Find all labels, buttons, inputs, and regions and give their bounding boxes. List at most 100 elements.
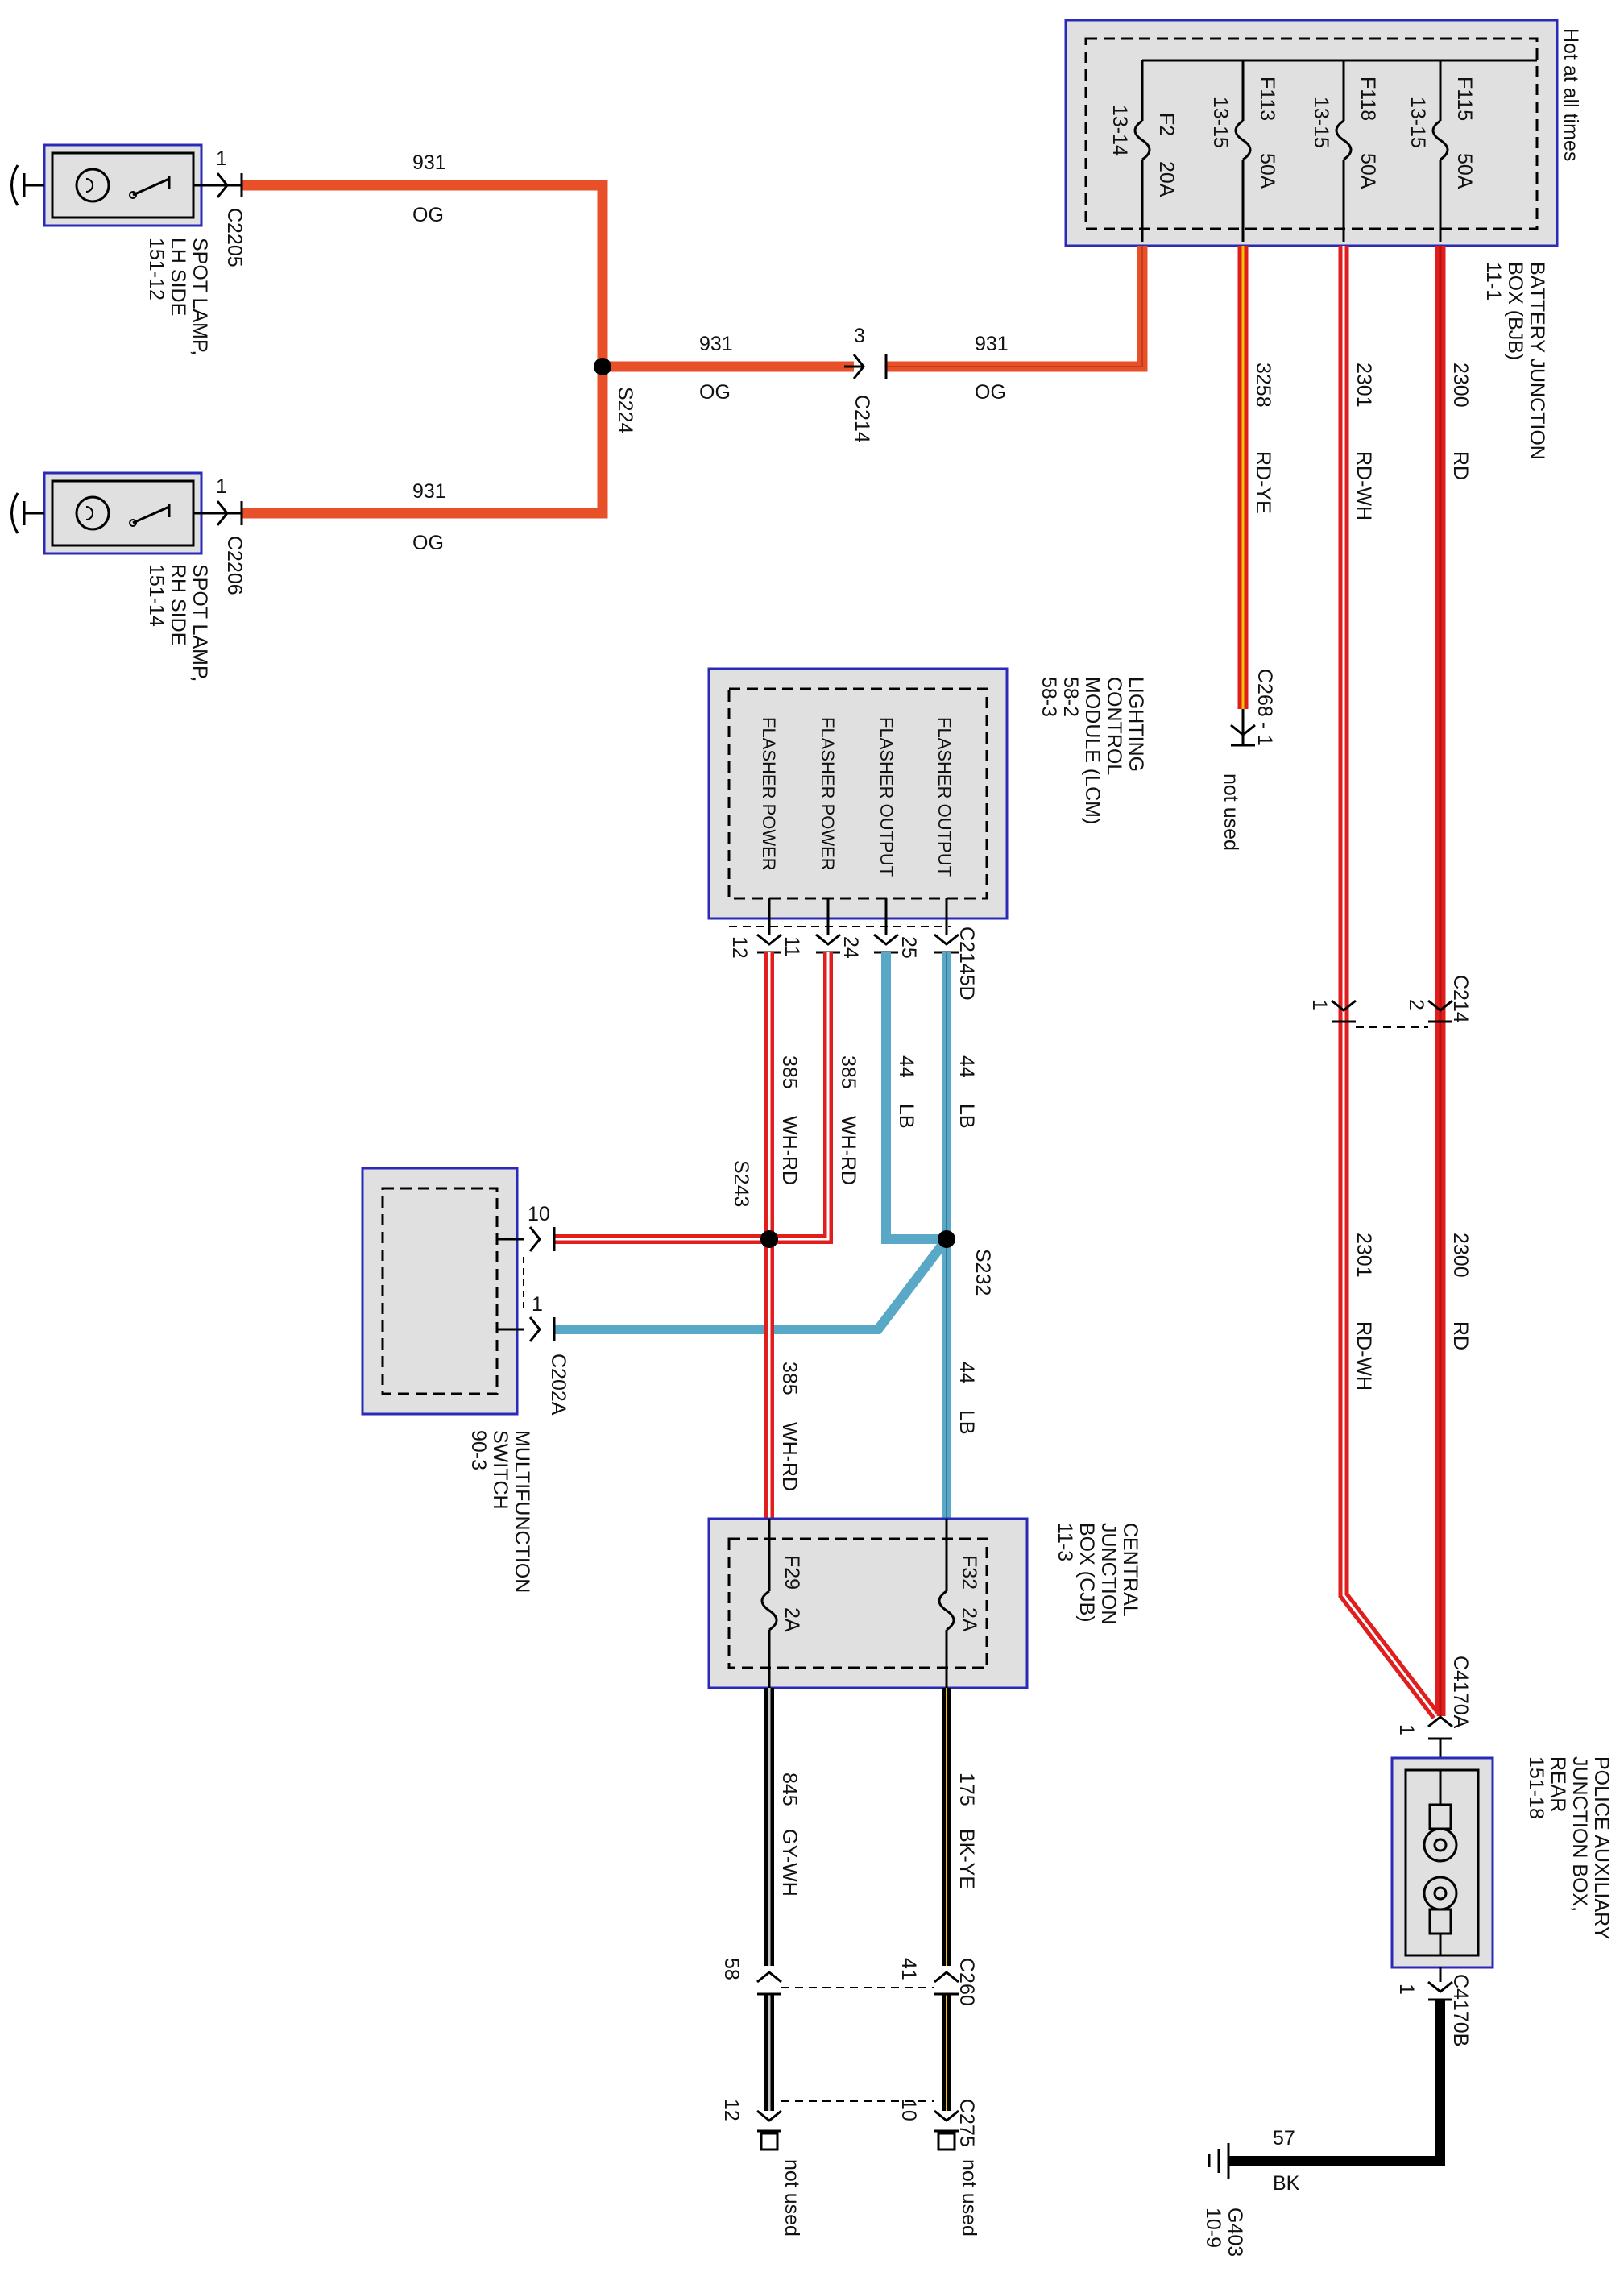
- svg-text:REAR: REAR: [1547, 1756, 1569, 1812]
- spot-lamp-rh-title: SPOT LAMP, RH SIDE 151-14: [145, 564, 211, 682]
- w385-color-1: WH-RD: [837, 1116, 860, 1185]
- svg-text:MODULE (LCM): MODULE (LCM): [1081, 677, 1104, 824]
- fuse-f113-rating: 50A: [1256, 153, 1278, 189]
- w175-color: BK-YE: [955, 1829, 978, 1889]
- wire-57: [1228, 2000, 1445, 2166]
- svg-text:151-12: 151-12: [145, 238, 168, 301]
- svg-text:MULTIFUNCTION: MULTIFUNCTION: [511, 1430, 533, 1593]
- w57-color: BK: [1273, 2172, 1300, 2195]
- c268-connector: [1230, 709, 1256, 747]
- fuse-f115-name: F115: [1453, 77, 1476, 121]
- w385-color-2: WH-RD: [778, 1116, 801, 1185]
- fuse-f2-name: F2: [1155, 113, 1178, 136]
- s232-label: S232: [972, 1249, 994, 1296]
- w2301-color: RD-WH: [1353, 451, 1375, 520]
- central-junction-box: [707, 1517, 1029, 1689]
- svg-text:SPOT LAMP,: SPOT LAMP,: [188, 564, 211, 682]
- w2301-color-lower: RD-WH: [1353, 1321, 1375, 1391]
- w385-circuit-1: 385: [837, 1055, 860, 1089]
- c214-label-red: C214: [1449, 975, 1472, 1023]
- w931-color-3: OG: [412, 204, 444, 226]
- svg-text:SPOT LAMP,: SPOT LAMP,: [188, 238, 211, 355]
- pin-3-c214: 3: [854, 325, 865, 347]
- w44-color-1: LB: [955, 1104, 978, 1129]
- pin-1-c2205: 1: [216, 147, 227, 170]
- pin-1-c4170a: 1: [1395, 1724, 1418, 1735]
- pin-1-c214: 1: [1308, 999, 1331, 1010]
- cjb-title: CENTRAL JUNCTION BOX (CJB) 11-3: [1054, 1523, 1141, 1624]
- cjb-fuse-f32-name: F32: [958, 1555, 980, 1590]
- c268-label: C268 - 1: [1253, 669, 1276, 746]
- c2206-label: C2206: [223, 536, 246, 595]
- w2300-color: RD: [1449, 451, 1472, 480]
- spot-lamp-lh-title: SPOT LAMP, LH SIDE 151-12: [145, 238, 211, 355]
- w44-color-2: LB: [895, 1104, 918, 1129]
- svg-text:SWITCH: SWITCH: [489, 1430, 512, 1510]
- svg-text:LH SIDE: LH SIDE: [167, 238, 189, 316]
- w931-color-1: OG: [975, 381, 1006, 404]
- ground-symbol-icon: [1208, 2143, 1230, 2179]
- w2300-circuit-lower: 2300: [1449, 1233, 1472, 1278]
- w2301-circuit-lower: 2301: [1353, 1233, 1375, 1278]
- svg-text:90-3: 90-3: [467, 1430, 490, 1470]
- fuse-f113-page: 13-15: [1209, 97, 1232, 148]
- w3258-circuit: 3258: [1252, 363, 1274, 408]
- cjb-fuse-f32-rating: 2A: [958, 1607, 980, 1632]
- svg-text:CONTROL: CONTROL: [1103, 677, 1125, 775]
- c214-connector-og: [844, 354, 888, 379]
- c275-not-used-2: not used: [781, 2159, 803, 2237]
- w57-circuit: 57: [1273, 2127, 1295, 2150]
- w2301-circuit: 2301: [1353, 363, 1375, 408]
- w2300-circuit: 2300: [1449, 363, 1472, 408]
- w845-color: GY-WH: [778, 1829, 801, 1897]
- pin-12-c275: 12: [720, 2099, 743, 2121]
- svg-text:11-3: 11-3: [1054, 1523, 1076, 1561]
- s224-splice-dot: [594, 358, 611, 375]
- multifunction-switch: [361, 1167, 519, 1416]
- battery-junction-box: F115 50A 13-15 F118 50A 13-15 F113 50A 1…: [1064, 19, 1559, 247]
- c4170b-connector: [1427, 1967, 1453, 2001]
- lcm-pin-flasher-power-1: FLASHER POWER: [818, 717, 838, 871]
- w44-circuit-2: 44: [895, 1055, 918, 1078]
- pin-10-c275: 10: [897, 2099, 920, 2121]
- w3258-color: RD-YE: [1252, 451, 1274, 514]
- c2145d-label: C2145D: [955, 927, 978, 1001]
- police-aux-junction-box: [1390, 1756, 1494, 1969]
- c275-label: C275: [955, 2099, 978, 2147]
- svg-text:POLICE AUXILIARY: POLICE AUXILIARY: [1590, 1756, 1613, 1940]
- w931-circuit-1: 931: [975, 333, 1009, 355]
- svg-text:11-1: 11-1: [1482, 262, 1505, 301]
- w931-color-4: OG: [412, 532, 444, 554]
- fuse-f118-page: 13-15: [1310, 97, 1332, 148]
- pin-24: 24: [839, 936, 862, 959]
- svg-text:CENTRAL: CENTRAL: [1119, 1523, 1141, 1617]
- c2206-connector: [211, 500, 243, 526]
- multifunction-switch-title: MULTIFUNCTION SWITCH 90-3: [467, 1430, 533, 1593]
- w44-color-3: LB: [955, 1410, 978, 1435]
- c275-not-used-1: not used: [958, 2159, 980, 2237]
- fuse-f118-rating: 50A: [1357, 153, 1379, 189]
- s224-label: S224: [614, 387, 636, 433]
- fuse-f113-name: F113: [1256, 77, 1278, 121]
- g403-name: G403: [1224, 2208, 1246, 2257]
- police-box-title: POLICE AUXILIARY JUNCTION BOX, REAR 151-…: [1525, 1756, 1613, 1940]
- pin-2-c214: 2: [1405, 999, 1427, 1010]
- bjb-note: Hot at all times: [1560, 28, 1582, 161]
- wire-2301: [1338, 246, 1441, 1719]
- w2300-color-lower: RD: [1449, 1321, 1472, 1350]
- svg-text:RH SIDE: RH SIDE: [167, 564, 189, 645]
- w385-circuit-2: 385: [778, 1055, 801, 1089]
- c4170a-label: C4170A: [1449, 1656, 1472, 1729]
- svg-text:58-3: 58-3: [1038, 677, 1060, 717]
- c260-label: C260: [955, 1958, 978, 2006]
- c2205-connector: [211, 172, 243, 198]
- cjb-fuse-f29-name: F29: [781, 1555, 803, 1590]
- c275-connector: [756, 2100, 959, 2151]
- w931-color-2: OG: [699, 381, 731, 404]
- fuse-f118-name: F118: [1357, 77, 1379, 121]
- w44-circuit-1: 44: [955, 1055, 978, 1078]
- s243-label: S243: [730, 1160, 752, 1207]
- fuse-f115-page: 13-15: [1406, 97, 1429, 148]
- svg-text:151-14: 151-14: [145, 564, 168, 627]
